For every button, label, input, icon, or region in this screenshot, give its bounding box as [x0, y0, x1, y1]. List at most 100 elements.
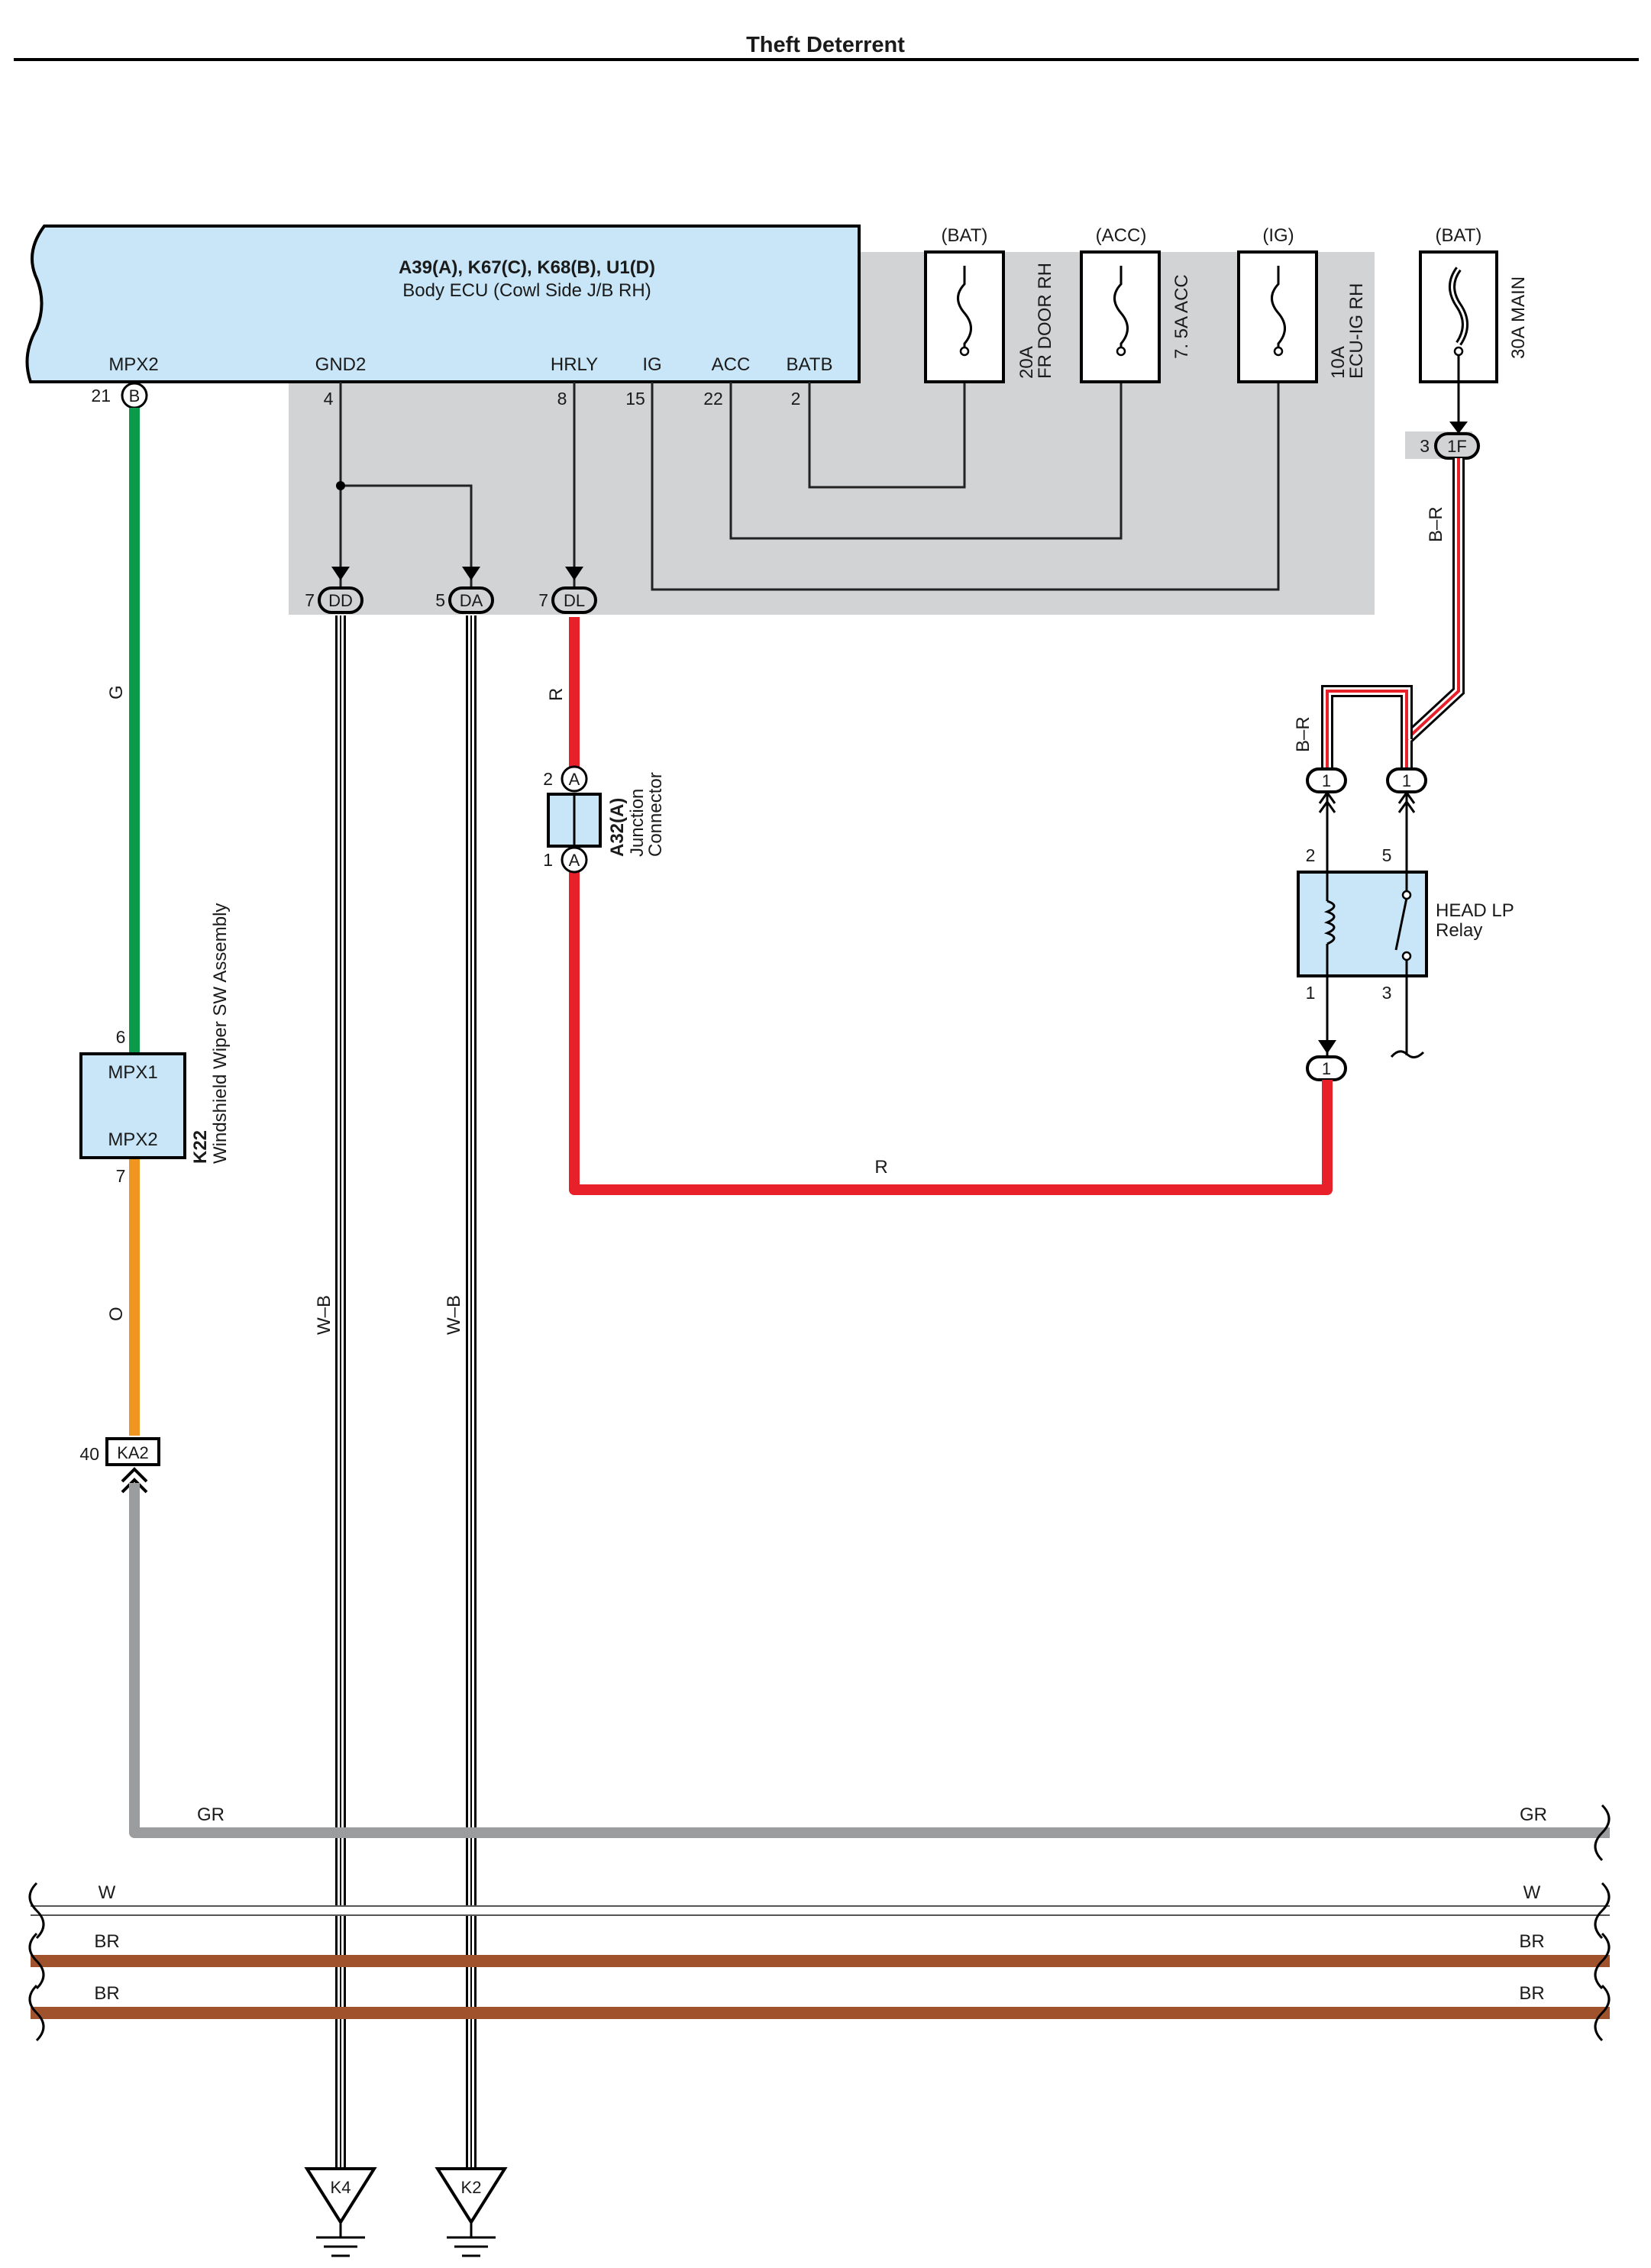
break-br1-right [1594, 1932, 1611, 1990]
connector-dl: 7 DL [538, 567, 597, 614]
relay-switch-contact-bottom [1401, 951, 1412, 961]
fuse-fr-door-name: FR DOOR RH [1035, 263, 1055, 379]
pin-hrly: 8 [557, 389, 567, 409]
a32-line1: Junction [627, 789, 648, 857]
wire-acc [729, 351, 1123, 540]
wiper-code: K22 [190, 1130, 211, 1164]
ecu-terminal-hrly: HRLY [551, 354, 598, 375]
pin-acc: 22 [703, 389, 723, 409]
wire-label-w-left: W [99, 1882, 116, 1903]
break-gr-right [1594, 1804, 1611, 1862]
wiper-pin-7: 7 [116, 1166, 126, 1186]
wire-break-relay-pin3 [1390, 1050, 1425, 1058]
arrow-da [462, 567, 480, 580]
wire-label-w-b-2: W–B [444, 1295, 464, 1335]
connector-dd-label: DD [328, 591, 353, 610]
wire-label-o: O [106, 1307, 127, 1321]
ecu-terminal-gnd2: GND2 [315, 354, 367, 375]
pin-dd: 7 [305, 590, 315, 610]
arrow-relay-in-left [1318, 790, 1336, 813]
arrow-relay-out [1318, 1040, 1336, 1054]
relay-pin-2: 2 [1306, 845, 1316, 865]
wire-label-b-r: B–R [1426, 506, 1446, 542]
arrow-relay-in-right [1397, 790, 1416, 813]
pin-batb: 2 [791, 389, 801, 409]
fuse-main-label: 30A MAIN [1508, 276, 1529, 359]
pin-a32-top: 2 [543, 769, 553, 789]
connector-dl-label: DL [564, 591, 585, 610]
connector-1f-label: 1F [1447, 437, 1467, 456]
ecu-terminal-acc: ACC [712, 354, 751, 375]
connector-a32-top [561, 765, 588, 793]
fuse-acc-label: 7. 5A ACC [1171, 274, 1192, 359]
body-ecu: A39(A), K67(C), K68(B), U1(D) Body ECU (… [25, 225, 861, 383]
wiper-switch-box [79, 1052, 186, 1159]
wire-batb [808, 351, 966, 489]
break-br1-left [28, 1932, 45, 1990]
connector-relay-in-left-label: 1 [1322, 771, 1331, 790]
wiper-pin-6: 6 [116, 1027, 126, 1047]
wire-b-r-loop-outline [1321, 685, 1413, 779]
wire-gnd2-branch [341, 484, 473, 594]
ground-k4-label: K4 [331, 2178, 351, 2197]
wire-label-r-horizontal: R [874, 1157, 887, 1178]
arrow-1f [1449, 422, 1468, 434]
fuse-ecu-ig-source: (IG) [1262, 225, 1294, 246]
relay-pin-1: 1 [1306, 983, 1316, 1003]
wiper-switch-assembly: 6 MPX1 MPX2 7 K22 Windshield Wiper SW As… [79, 903, 231, 1186]
ground-k4-triangle [304, 2167, 377, 2225]
fuse-ecu-ig-rh: (IG) 10A ECU-IG RH [1237, 225, 1367, 383]
relay-switch [1394, 897, 1408, 951]
wire-b-r-loop-core [1326, 690, 1408, 779]
pin-mpx2: 21 [91, 386, 111, 405]
pin-a32-bottom: 1 [543, 850, 553, 870]
wire-label-g: G [106, 685, 127, 699]
break-w-right [1594, 1882, 1611, 1940]
arrow-dd [331, 567, 350, 580]
internal-wiring [339, 351, 1280, 594]
ecu-name: Body ECU (Cowl Side J/B RH) [402, 280, 651, 301]
relay-coil [1323, 900, 1336, 945]
connector-dl-shape [551, 586, 597, 614]
wire-b-r-loop-white [1323, 687, 1410, 779]
relay-pin-5: 5 [1382, 845, 1392, 865]
wiper-terminal-mpx2: MPX2 [108, 1129, 157, 1150]
fuse-acc-terminal [1116, 346, 1126, 357]
wire-label-w-right: W [1523, 1882, 1541, 1903]
ecu-terminal-mpx2: MPX2 [108, 354, 158, 375]
arrow-ka2 [121, 1467, 148, 1494]
page-title: Theft Deterrent [746, 33, 905, 57]
wire-label-b-r-loop: B–R [1293, 716, 1313, 752]
relay-name-line2: Relay [1436, 920, 1482, 941]
break-br2-left [28, 1984, 45, 2042]
ground-k2-triangle [435, 2167, 508, 2225]
wire-r-lower [569, 864, 1333, 1195]
relay-pin-3: 3 [1382, 983, 1392, 1003]
wire-break-marks [28, 1804, 1611, 2042]
fuse-fr-door-rating: 20A [1016, 346, 1037, 379]
a32-code: A32(A) [607, 798, 628, 857]
pin-da: 5 [435, 590, 445, 610]
wire-label-br1-left: BR [94, 1931, 119, 1952]
head-lp-relay: 2 5 HEAD LP Relay 1 3 [1297, 845, 1514, 1003]
connector-ka2-label: KA2 [117, 1443, 149, 1462]
connector-b-label: B [129, 386, 141, 405]
fuse-main-element-inner [1451, 268, 1466, 344]
fuse-fr-door-element [957, 266, 972, 351]
fuse-main: (BAT) 30A MAIN [1419, 225, 1529, 383]
pin-1f: 3 [1420, 436, 1430, 456]
fuse-ecu-ig-element [1271, 266, 1286, 351]
connector-da-label: DA [460, 591, 483, 610]
wire-label-gr-left: GR [197, 1804, 225, 1825]
ground-k2-label: K2 [461, 2178, 482, 2197]
pin-ig: 15 [625, 389, 645, 409]
a32-line2: Connector [645, 772, 666, 857]
pin-gnd2: 4 [324, 389, 334, 409]
ecu-terminal-batb: BATB [787, 354, 833, 375]
ecu-box [25, 225, 861, 383]
connector-a32-bottom [561, 846, 588, 874]
connector-dd-shape [318, 586, 363, 614]
connector-da-shape [448, 586, 494, 614]
connector-a32-bottom-label: A [569, 851, 580, 870]
